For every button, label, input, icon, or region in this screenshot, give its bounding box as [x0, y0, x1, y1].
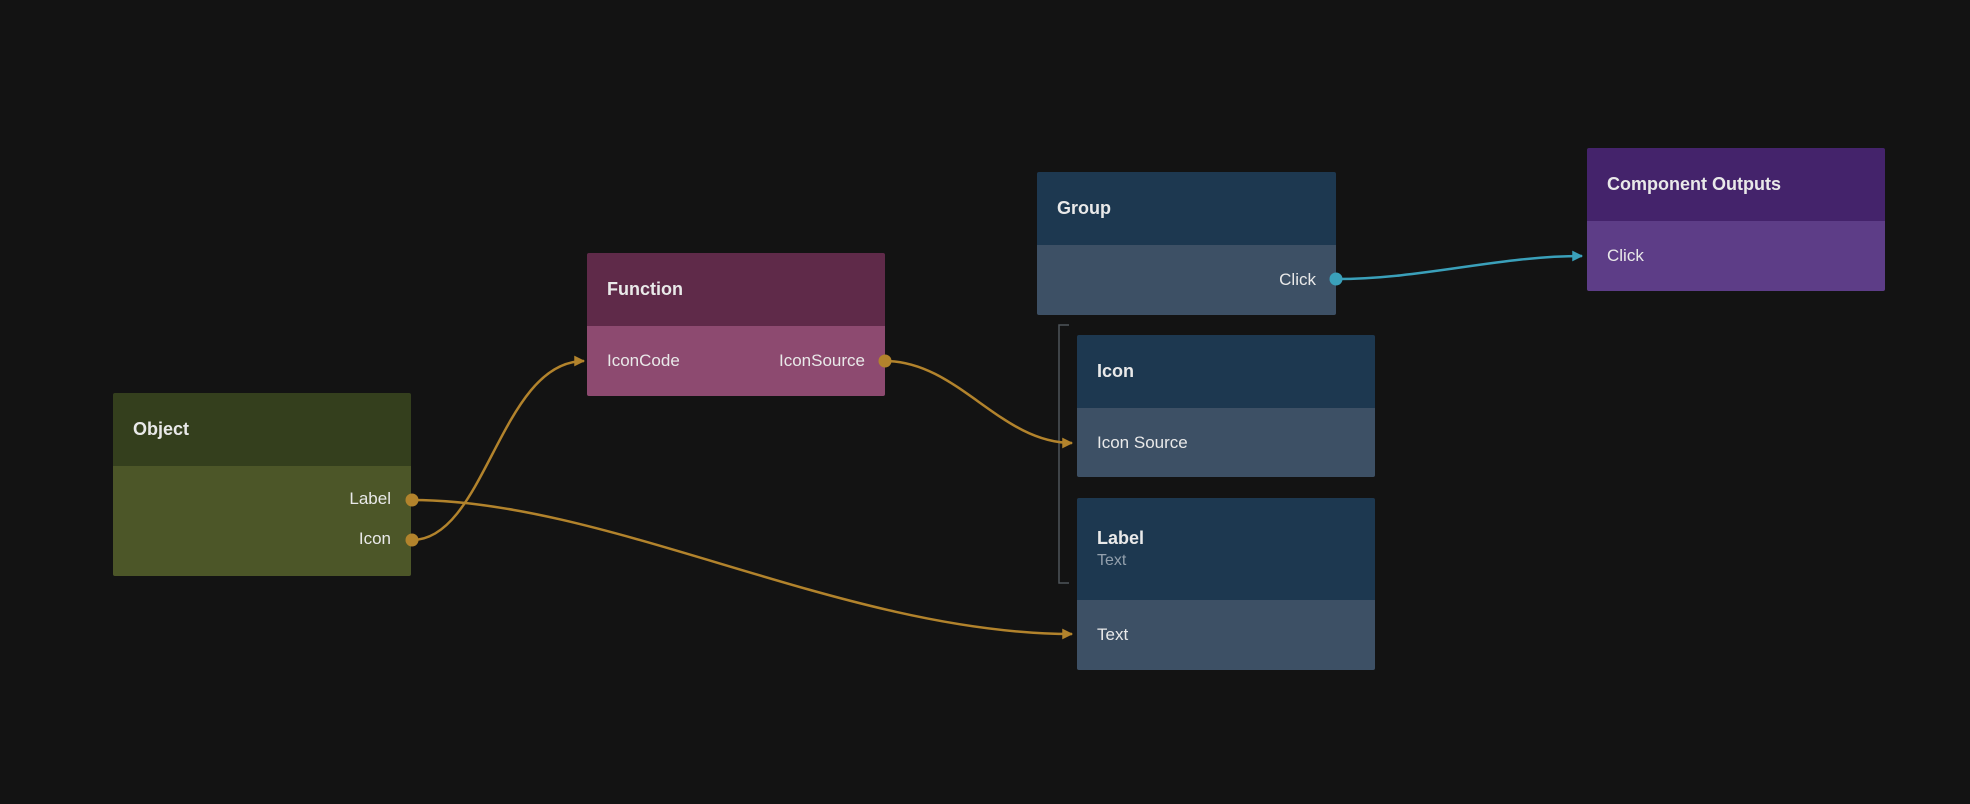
port-row-component-outputs-click[interactable]: Click [1587, 221, 1885, 291]
node-icon-title: Icon [1097, 361, 1135, 381]
node-object-title: Object [133, 419, 190, 439]
wire-object-label-to-label-text[interactable] [411, 498, 1074, 640]
node-group-body: Click [1037, 245, 1336, 315]
node-component-outputs[interactable]: Component Outputs Click [1587, 148, 1885, 291]
node-function-body: IconCode IconSource [587, 326, 885, 396]
port-row-icon-source[interactable]: Icon Source [1077, 408, 1375, 477]
node-group-title: Group [1057, 198, 1111, 218]
node-label-body: Text [1077, 600, 1375, 670]
port-label-object-icon: Icon [358, 529, 391, 548]
node-icon-body: Icon Source [1077, 408, 1375, 477]
port-label-function-iconcode: IconCode [607, 351, 680, 370]
wire-function-iconsource-to-icon-iconsource[interactable] [884, 359, 1074, 449]
port-label-icon-source: Icon Source [1097, 432, 1188, 452]
node-label-title: Label [1097, 528, 1145, 548]
port-row-group-click[interactable]: Click [1037, 245, 1336, 315]
node-component-outputs-body: Click [1587, 221, 1885, 291]
output-port-function-iconsource[interactable] [878, 354, 892, 368]
node-component-outputs-title: Component Outputs [1607, 174, 1781, 194]
output-port-object-icon[interactable] [405, 533, 419, 547]
port-label-function-iconsource: IconSource [779, 351, 865, 370]
node-group-header[interactable]: Group [1037, 172, 1336, 245]
port-label-group-click: Click [1279, 270, 1316, 289]
port-row-function[interactable]: IconCode IconSource [587, 326, 885, 396]
port-label-object-label: Label [349, 489, 391, 508]
port-label-label-text: Text [1097, 625, 1129, 644]
wire-group-click-to-component-outputs-click[interactable] [1335, 250, 1584, 281]
node-label-header[interactable]: Label Text [1077, 498, 1375, 600]
output-port-object-label[interactable] [405, 493, 419, 507]
node-label-subtitle: Text [1097, 552, 1127, 569]
port-row-object-icon[interactable]: Icon [113, 519, 411, 559]
node-function-title: Function [607, 279, 683, 299]
node-icon[interactable]: Icon Icon Source [1077, 335, 1375, 477]
node-function[interactable]: Function IconCode IconSource [587, 253, 885, 396]
output-port-group-click[interactable] [1329, 272, 1343, 286]
port-row-object-label[interactable]: Label [113, 479, 411, 519]
node-label[interactable]: Label Text Text [1077, 498, 1375, 670]
port-row-label-text[interactable]: Text [1077, 600, 1375, 670]
node-object-body: Label Icon [113, 466, 411, 576]
port-label-component-outputs-click: Click [1607, 246, 1644, 265]
node-component-outputs-header[interactable]: Component Outputs [1587, 148, 1885, 221]
node-object[interactable]: Object Label Icon [113, 393, 411, 576]
node-icon-header[interactable]: Icon [1077, 335, 1375, 408]
node-function-header[interactable]: Function [587, 253, 885, 326]
node-object-header[interactable]: Object [113, 393, 411, 466]
node-group[interactable]: Group Click [1037, 172, 1336, 315]
group-children-bracket [1058, 324, 1069, 584]
wire-object-icon-to-function-iconcode[interactable] [411, 355, 586, 542]
